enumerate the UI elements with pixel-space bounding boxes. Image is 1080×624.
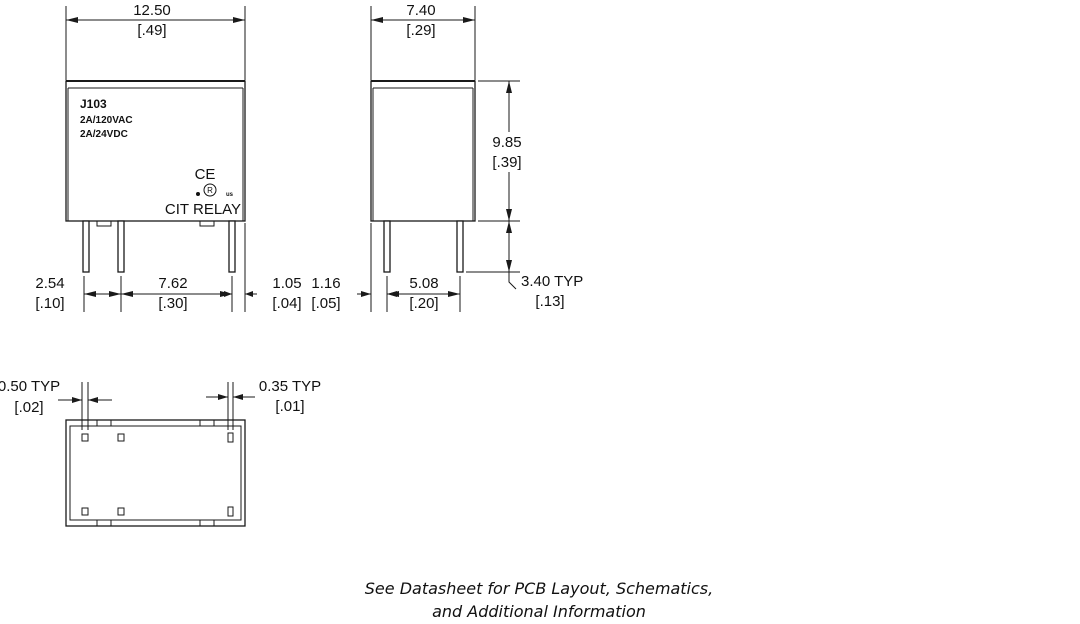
svg-text:us: us — [226, 192, 234, 198]
front-relay-body — [65, 80, 246, 222]
pin-width-dimension-line — [58, 397, 112, 403]
side-relay-body — [370, 80, 476, 222]
pin-pitch-mm: 7.62 — [158, 275, 187, 292]
ul-mark-icon: R us — [196, 183, 234, 198]
pin-length-mm: 3.40 TYP — [521, 273, 583, 290]
front-width-dimension-line — [66, 17, 245, 23]
side-pins — [383, 220, 464, 273]
pin-thickness-dimension-line — [206, 394, 255, 400]
pin-thickness-in: [.01] — [275, 398, 304, 415]
pin-width-mm: 0.50 TYP — [0, 378, 60, 395]
side-pin-pitch-dimension-line — [387, 291, 460, 297]
bottom-pin-pads — [81, 432, 234, 517]
front-view: 12.50 [.49] J103 2A/120VAC 2A/24VDC CE R… — [35, 2, 302, 312]
side-edge-gap-in: [.05] — [311, 295, 340, 312]
footer-note-line2: and Additional Information — [432, 602, 646, 621]
side-height-mm: 9.85 — [492, 134, 521, 151]
front-pins — [82, 220, 236, 273]
front-edge-gap-in: [.04] — [272, 295, 301, 312]
side-height-dimension-line — [506, 81, 512, 221]
front-edge-gap-mm: 1.05 — [272, 275, 301, 292]
dc-rating-marking: 2A/24VDC — [80, 129, 128, 140]
pin-length-in: [.13] — [535, 293, 564, 310]
bottom-view: 0.50 TYP [.02] 0.35 TYP [.01] — [0, 378, 321, 527]
side-depth-dimension-line — [371, 17, 475, 23]
pin-length-dimension-line — [506, 221, 517, 290]
pin-thickness-mm: 0.35 TYP — [259, 378, 321, 395]
pin-pitch-in: [.30] — [158, 295, 187, 312]
pin-width-in: [.02] — [14, 399, 43, 416]
side-depth-mm: 7.40 — [406, 2, 435, 19]
ce-mark: CE — [195, 166, 216, 183]
model-marking: J103 — [80, 97, 107, 111]
front-edge-gap-dimension-line — [222, 291, 257, 297]
pin-offset-dimension-line — [84, 291, 121, 297]
ac-rating-marking: 2A/120VAC — [80, 115, 133, 126]
pin-offset-mm: 2.54 — [35, 275, 64, 292]
side-edge-gap-mm: 1.16 — [311, 275, 340, 292]
front-width-in: [.49] — [137, 22, 166, 39]
footer-note-line1: See Datasheet for PCB Layout, Schematics… — [365, 579, 713, 598]
side-height-in: [.39] — [492, 154, 521, 171]
brand-marking: CIT RELAY — [165, 201, 241, 218]
front-width-mm: 12.50 — [133, 2, 171, 19]
side-depth-in: [.29] — [406, 22, 435, 39]
side-pin-pitch-in: [.20] — [409, 295, 438, 312]
side-pin-pitch-mm: 5.08 — [409, 275, 438, 292]
pin-offset-in: [.10] — [35, 295, 64, 312]
side-view: 7.40 [.29] 9.85 [.39] — [311, 2, 583, 312]
svg-text:R: R — [207, 186, 213, 195]
